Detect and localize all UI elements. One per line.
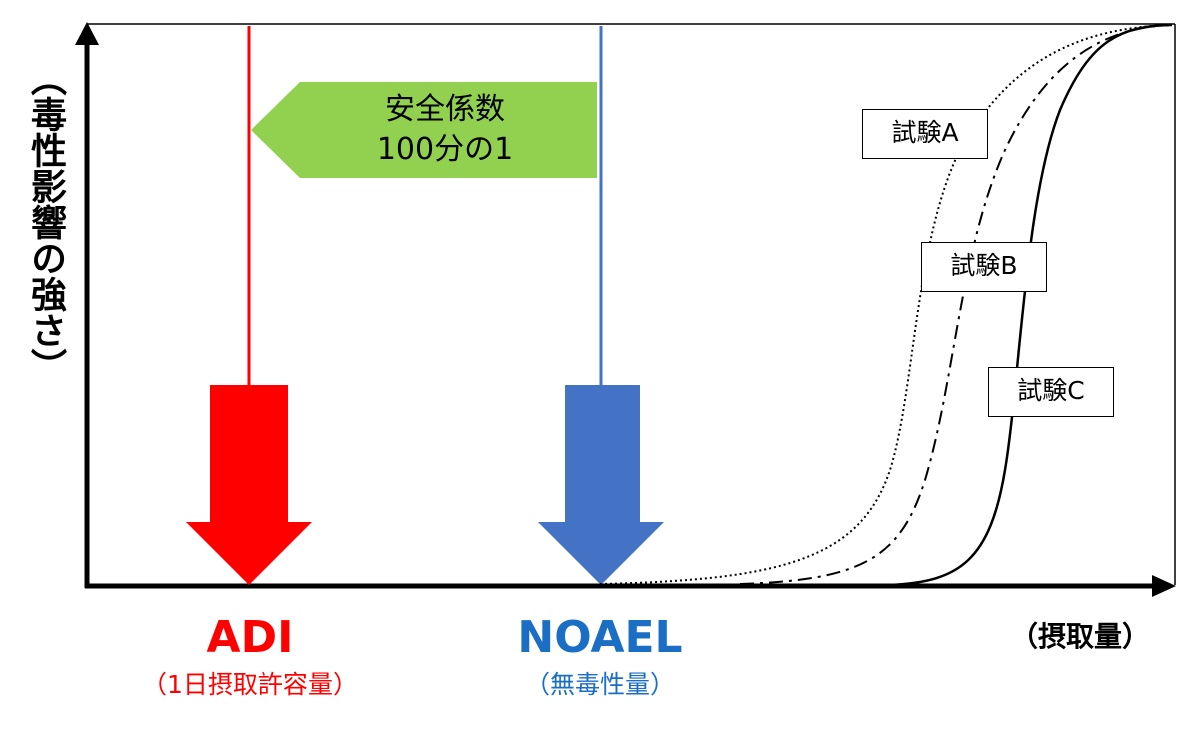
adi-sublabel: （1日摂取許容量） (142, 670, 358, 699)
test-c-label: 試験C (988, 367, 1114, 417)
noael-label: NOAEL (517, 612, 683, 663)
test-a-label: 試験A (862, 109, 988, 159)
x-axis-label: （摂取量） (1010, 620, 1151, 653)
safety-factor-line2: 100分の1 (376, 132, 514, 167)
curve-test-a (599, 24, 1171, 585)
safety-factor-label: 安全係数 100分の1 (300, 90, 590, 170)
noael-sublabel: （無毒性量） (524, 670, 675, 699)
curve-test-b (739, 24, 1171, 585)
adi-label: ADI (206, 612, 294, 663)
y-axis-arrowhead (75, 22, 99, 45)
adi-down-arrow (186, 385, 312, 585)
curve-test-c (889, 23, 1173, 587)
noael-label-group: NOAEL （無毒性量） (480, 610, 720, 704)
adi-label-group: ADI （1日摂取許容量） (130, 610, 370, 704)
safety-factor-arrow (251, 82, 597, 178)
x-axis-arrowhead (1152, 575, 1176, 597)
test-b-label: 試験B (921, 242, 1047, 292)
y-axis-label: （毒性影響の強さ） (25, 60, 66, 384)
noael-down-arrow (538, 385, 664, 585)
safety-factor-line1: 安全係数 (385, 92, 505, 127)
